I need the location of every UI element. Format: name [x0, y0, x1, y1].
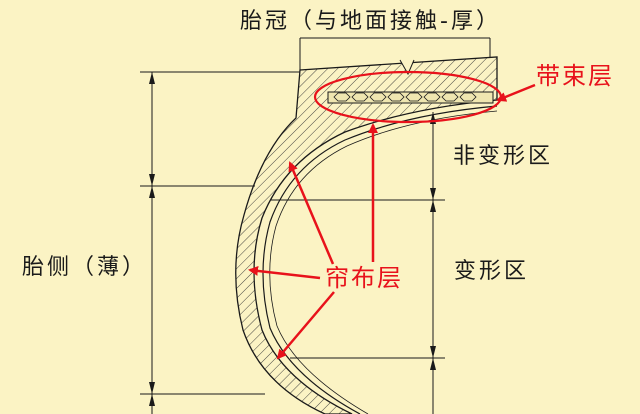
- ply-label: 帘布层: [325, 264, 403, 292]
- dim-arrow: [430, 200, 436, 212]
- crown-label: 胎冠（与地面接触-厚）: [240, 9, 501, 34]
- inner-ply-line-2: [269, 110, 498, 414]
- belt-layer: [327, 91, 494, 104]
- deformation-zone-label: 变形区: [454, 259, 530, 284]
- dim-arrow: [430, 358, 436, 370]
- dim-arrow: [149, 394, 155, 406]
- dim-arrow: [149, 186, 155, 198]
- belt-pointer-arrow: [496, 83, 536, 102]
- dim-arrow: [149, 72, 155, 84]
- belt-label: 带束层: [536, 62, 614, 90]
- dim-arrow: [149, 382, 155, 394]
- ply-arrow-upper: [288, 161, 335, 265]
- sidewall-label: 胎侧（薄）: [22, 255, 148, 280]
- belt-cords: [333, 92, 477, 102]
- non-deformation-zone-label: 非变形区: [453, 144, 554, 169]
- tread-groove: [399, 59, 415, 76]
- ply-arrow-middle: [248, 265, 321, 280]
- tire-wall-section: [235, 56, 498, 414]
- ply-arrow-lower: [276, 291, 335, 360]
- inner-ply-line: [262, 105, 498, 414]
- dim-arrow: [149, 174, 155, 186]
- dim-arrow: [430, 188, 436, 200]
- dim-arrow: [430, 346, 436, 358]
